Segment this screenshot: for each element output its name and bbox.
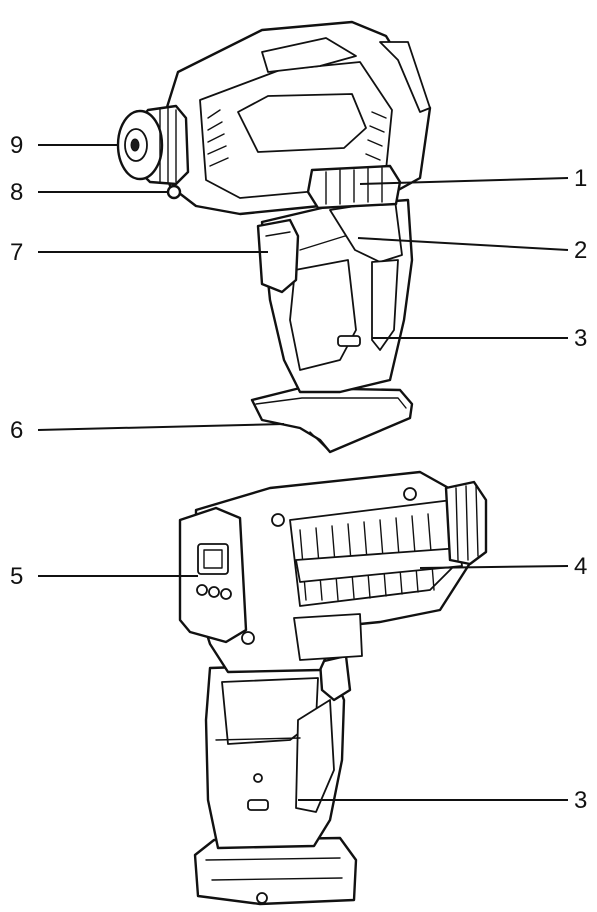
callout-3-bottom: 3 [574,787,587,814]
callout-4: 4 [574,553,587,580]
leader-line-1 [359,177,569,185]
handle-bottom-view [204,662,346,850]
callout-7: 7 [10,239,23,266]
callout-6: 6 [10,417,23,444]
callout-3-top: 3 [574,325,587,352]
rear-knob [444,480,488,566]
inflator-side-view [116,20,432,454]
inflator-display-view [178,470,488,906]
leader-line-2 [357,237,569,251]
display-panel [178,506,248,644]
front-cap [116,104,190,186]
switch-panel [306,164,402,210]
base-plate-top-view [250,386,414,454]
compressor-body [156,20,432,216]
trigger [256,218,300,294]
callout-2: 2 [574,237,587,264]
callout-5: 5 [10,563,23,590]
callout-8: 8 [10,179,23,206]
compressor-body-bottom [194,470,474,674]
leader-line-4 [419,565,569,569]
leader-line-6 [37,423,285,431]
led-light [166,184,182,200]
callout-9: 9 [10,132,23,159]
callout-1: 1 [574,165,587,192]
